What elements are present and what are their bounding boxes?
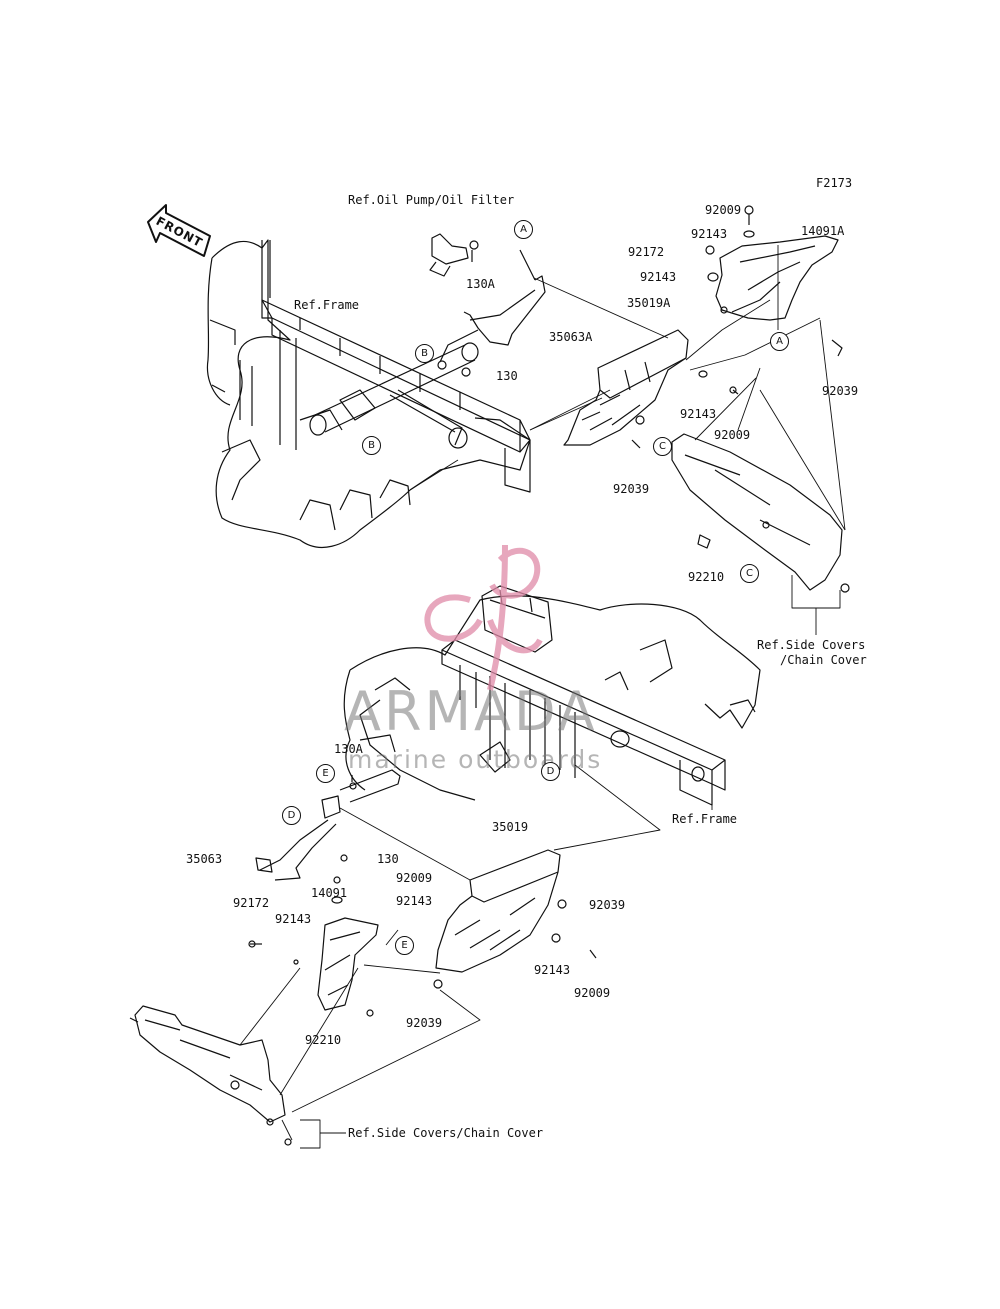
callout-E: E: [316, 764, 335, 783]
watermark-brand: ARMADA: [344, 680, 598, 743]
part-number: 130A: [334, 742, 363, 756]
part-number: 92143: [534, 963, 571, 977]
part-number: 92039: [589, 898, 626, 912]
ref-frame-top-label: Ref.Frame: [294, 298, 360, 312]
part-number: 130: [496, 369, 518, 383]
part-number: 92210: [688, 570, 725, 584]
top-frame-illustration: [206, 239, 531, 549]
part-number: 35019A: [627, 296, 671, 310]
part-number: 92143: [396, 894, 433, 908]
part-number: 92143: [640, 270, 677, 284]
callout-D: D: [282, 806, 301, 825]
chain-cover-top: [671, 433, 850, 593]
ref-side-covers-top-label-2: /Chain Cover: [780, 653, 867, 667]
callout-E: E: [395, 936, 414, 955]
callout-D: D: [541, 762, 560, 781]
callout-B: B: [415, 344, 434, 363]
ref-oil-pump-label: Ref.Oil Pump/Oil Filter: [348, 193, 515, 207]
part-number: 130: [377, 852, 399, 866]
part-number: 92143: [680, 407, 717, 421]
part-number: 92039: [613, 482, 650, 496]
part-number: 92210: [305, 1033, 342, 1047]
part-number: 92143: [275, 912, 312, 926]
ref-side-covers-bottom-label: Ref.Side Covers/Chain Cover: [348, 1126, 544, 1140]
part-number: 92143: [691, 227, 728, 241]
watermark-logo: [424, 544, 543, 691]
bracket-35063: [255, 769, 401, 881]
chain-cover-bottom: [129, 1005, 292, 1146]
part-number: 130A: [466, 277, 495, 291]
cover-35019: [433, 849, 597, 989]
part-number: 35063A: [549, 330, 593, 344]
callout-A: A: [514, 220, 533, 239]
bottom-frame-illustration: [343, 585, 761, 806]
ref-frame-bottom-label: Ref.Frame: [672, 812, 738, 826]
top-leader-lines: [409, 245, 846, 635]
part-number: 14091: [311, 886, 348, 900]
part-number: 92039: [822, 384, 859, 398]
part-number: 92009: [714, 428, 751, 442]
bottom-leader-lines: [239, 764, 713, 1149]
figure-code: F2173: [816, 176, 853, 190]
part-number: 92172: [628, 245, 665, 259]
part-number: 35063: [186, 852, 223, 866]
callout-A: A: [770, 332, 789, 351]
guard-14091: [248, 876, 379, 1017]
part-number: 92009: [396, 871, 433, 885]
part-number: 92039: [406, 1016, 443, 1030]
callout-B: B: [362, 436, 381, 455]
watermark-tagline: marine outboards: [348, 745, 603, 774]
guard-14091A: [631, 205, 843, 449]
part-number: 14091A: [801, 224, 845, 238]
front-arrow-icon: [147, 204, 211, 257]
part-number: 92172: [233, 896, 270, 910]
bracket-35063A: [429, 233, 546, 377]
part-number: 35019: [492, 820, 529, 834]
cover-35019A: [563, 329, 689, 446]
callout-C: C: [740, 564, 759, 583]
callout-C: C: [653, 437, 672, 456]
part-number: 92009: [705, 203, 742, 217]
part-number: 92009: [574, 986, 611, 1000]
ref-side-covers-top-label-1: Ref.Side Covers: [757, 638, 866, 652]
